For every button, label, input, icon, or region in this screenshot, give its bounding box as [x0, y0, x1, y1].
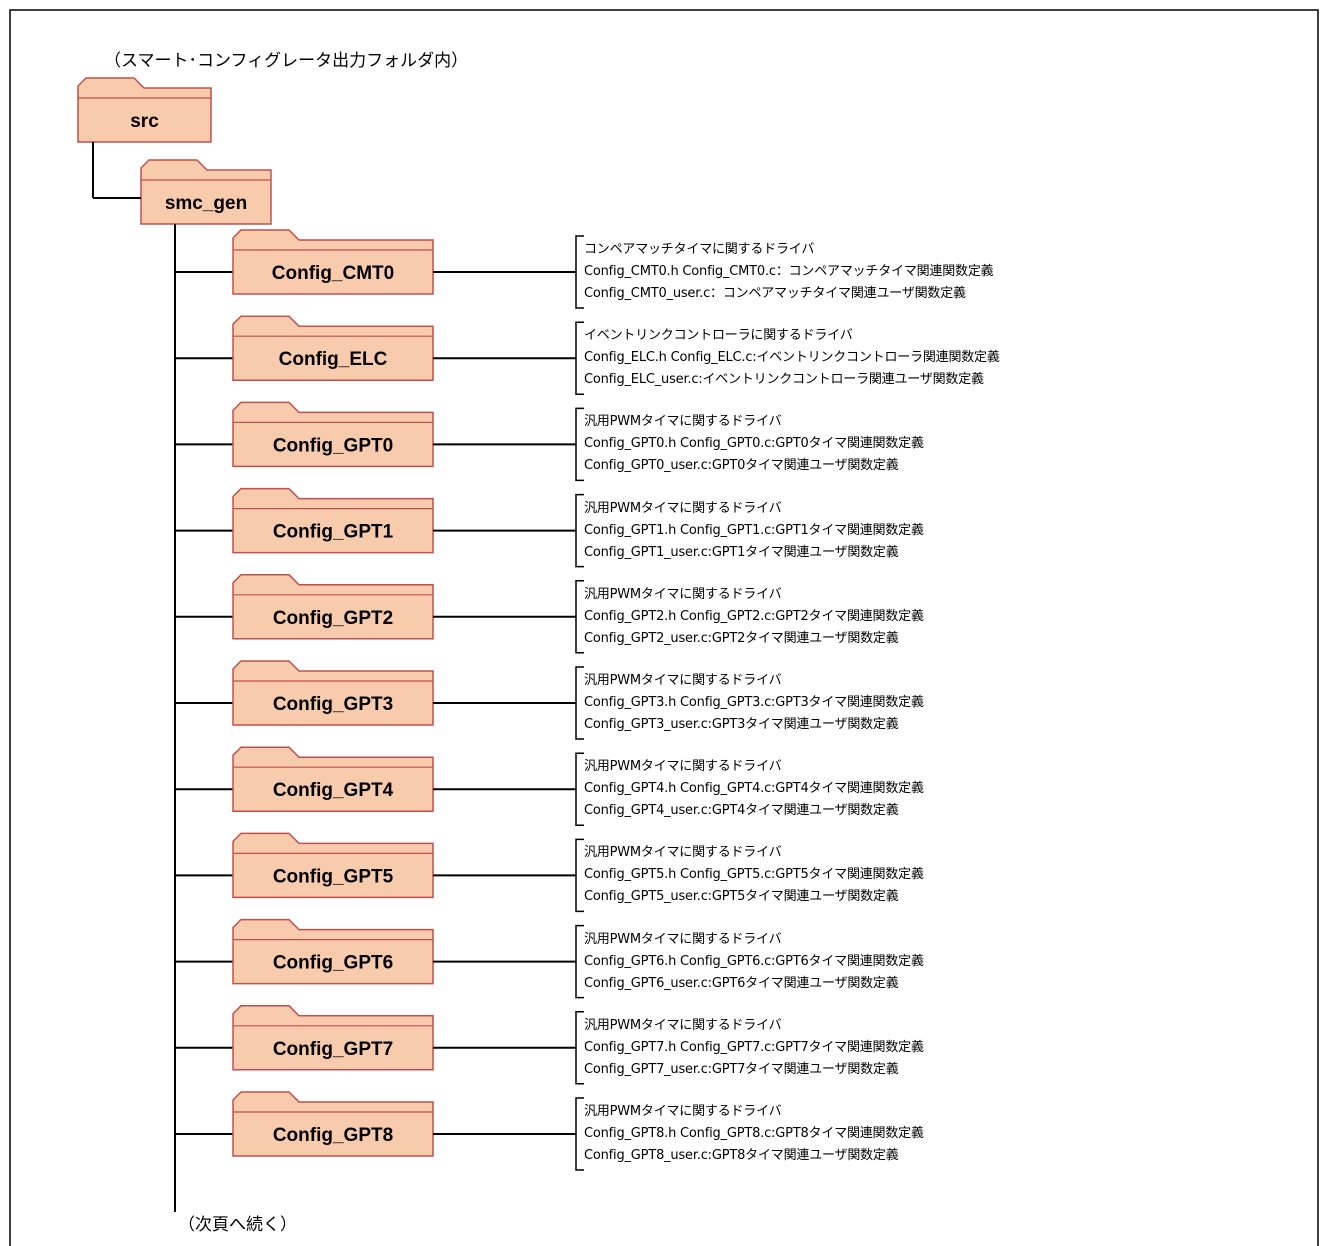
- folder-config-elc-label: Config_ELC: [279, 349, 388, 370]
- description-bracket: [575, 407, 584, 482]
- description-line: コンペアマッチタイマに関するドライバ: [584, 242, 815, 257]
- description-block: 汎用PWMタイマに関するドライバ Config_GPT2.h Config_GPT…: [584, 584, 924, 650]
- description-block: 汎用PWMタイマに関するドライバ Config_GPT6.h Config_GPT…: [584, 929, 924, 995]
- description-line: Config_GPT1.h Config_GPT1.c:GPT1タイマ関連関数定…: [584, 522, 924, 538]
- folder-config-gpt1-icon: [232, 487, 434, 554]
- description-line: 汎用PWMタイマに関するドライバ: [584, 673, 782, 688]
- folder-config-gpt4-label: Config_GPT4: [273, 780, 394, 801]
- description-line: Config_CMT0.h Config_CMT0.c：コンペアマッチタイマ関連…: [584, 264, 994, 279]
- folder-config-gpt7-label: Config_GPT7: [273, 1039, 393, 1060]
- description-bracket: [575, 666, 584, 740]
- folder-config-gpt8-label: Config_GPT8: [273, 1125, 393, 1146]
- description-bracket: [575, 235, 584, 309]
- folder-config-elc-icon: [232, 315, 434, 381]
- description-line: 汎用PWMタイマに関するドライバ: [584, 586, 782, 602]
- description-line: Config_GPT3_user.c:GPT3タイマ関連ユーザ関数定義: [584, 717, 899, 732]
- description-bracket: [575, 321, 584, 395]
- description-bracket: [575, 838, 584, 913]
- folder-config-gpt2-icon: [232, 574, 434, 640]
- description-block: イベントリンクコントローラに関するドライバ Config_ELC.h Config…: [584, 325, 1000, 391]
- description-line: Config_ELC.h Config_ELC.c:イベントリンクコントローラ関…: [584, 350, 1000, 366]
- description-bracket: [575, 924, 584, 999]
- folder-config-gpt5-icon: [232, 832, 434, 899]
- description-line: Config_GPT1_user.c:GPT1タイマ関連ユーザ関数定義: [584, 544, 899, 560]
- folder-config-gpt3-icon: [232, 660, 434, 726]
- description-bracket: [575, 580, 584, 654]
- description-block: 汎用PWMタイマに関するドライバ Config_GPT4.h Config_GPT…: [584, 756, 924, 822]
- folder-smc-gen-label: smc_gen: [165, 193, 247, 214]
- folder-config-gpt1-label: Config_GPT1: [273, 522, 394, 543]
- description-bracket: [575, 1011, 584, 1085]
- description-line: Config_GPT0_user.c:GPT0タイマ関連ユーザ関数定義: [584, 458, 899, 474]
- description-line: 汎用PWMタイマに関するドライバ: [584, 845, 782, 861]
- description-line: Config_GPT7_user.c:GPT7タイマ関連ユーザ関数定義: [584, 1061, 899, 1077]
- description-line: Config_GPT6.h Config_GPT6.c:GPT6タイマ関連関数定…: [584, 953, 924, 969]
- description-line: Config_GPT8_user.c:GPT8タイマ関連ユーザ関数定義: [584, 1148, 899, 1163]
- description-block: 汎用PWMタイマに関するドライバ Config_GPT0.h Config_GPT…: [584, 411, 924, 477]
- description-line: Config_GPT3.h Config_GPT3.c:GPT3タイマ関連関数定…: [584, 695, 924, 710]
- folder-config-cmt0-label: Config_CMT0: [272, 263, 394, 284]
- description-line: 汎用PWMタイマに関するドライバ: [584, 1104, 782, 1119]
- description-line: 汎用PWMタイマに関するドライバ: [584, 759, 782, 775]
- folder-config-gpt6-label: Config_GPT6: [273, 953, 393, 974]
- description-line: Config_GPT7.h Config_GPT7.c:GPT7タイマ関連関数定…: [584, 1039, 924, 1055]
- description-bracket: [575, 493, 584, 568]
- description-line: Config_GPT2_user.c:GPT2タイマ関連ユーザ関数定義: [584, 630, 899, 646]
- folder-config-gpt6-icon: [232, 918, 434, 985]
- description-line: Config_GPT2.h Config_GPT2.c:GPT2タイマ関連関数定…: [584, 608, 924, 624]
- description-line: Config_GPT8.h Config_GPT8.c:GPT8タイマ関連関数定…: [584, 1126, 924, 1141]
- description-line: Config_ELC_user.c:イベントリンクコントローラ関連ユーザ関数定義: [584, 372, 984, 388]
- description-line: Config_GPT6_user.c:GPT6タイマ関連ユーザ関数定義: [584, 975, 899, 991]
- folder-src-icon: [77, 77, 212, 143]
- description-line: イベントリンクコントローラに関するドライバ: [584, 328, 853, 344]
- description-line: 汎用PWMタイマに関するドライバ: [584, 931, 782, 947]
- folder-smc-gen-icon: [140, 159, 272, 225]
- description-bracket: [575, 1097, 584, 1171]
- description-line: Config_GPT5.h Config_GPT5.c:GPT5タイマ関連関数定…: [584, 867, 924, 883]
- description-block: 汎用PWMタイマに関するドライバ Config_GPT3.h Config_GPT…: [584, 670, 924, 736]
- description-line: 汎用PWMタイマに関するドライバ: [584, 414, 782, 430]
- description-line: Config_GPT0.h Config_GPT0.c:GPT0タイマ関連関数定…: [584, 436, 924, 452]
- description-block: 汎用PWMタイマに関するドライバ Config_GPT8.h Config_GPT…: [584, 1101, 924, 1167]
- folder-config-cmt0-icon: [232, 229, 434, 295]
- description-line: Config_GPT4.h Config_GPT4.c:GPT4タイマ関連関数定…: [584, 781, 924, 797]
- folder-config-gpt5-label: Config_GPT5: [273, 866, 394, 887]
- folder-config-gpt0-label: Config_GPT0: [273, 435, 393, 456]
- description-line: Config_GPT5_user.c:GPT5タイマ関連ユーザ関数定義: [584, 889, 899, 905]
- description-line: Config_CMT0_user.c：コンペアマッチタイマ関連ユーザ関数定義: [584, 286, 966, 301]
- folder-src-label: src: [130, 111, 159, 132]
- folder-config-gpt0-icon: [232, 401, 434, 468]
- description-bracket: [575, 752, 584, 826]
- description-line: Config_GPT4_user.c:GPT4タイマ関連ユーザ関数定義: [584, 803, 899, 819]
- folder-config-gpt2-label: Config_GPT2: [273, 608, 393, 629]
- folder-config-gpt4-icon: [232, 746, 434, 812]
- description-line: 汎用PWMタイマに関するドライバ: [584, 1017, 782, 1033]
- caption-top: （スマート･コンフィグレータ出力フォルダ内）: [104, 51, 469, 71]
- description-block: コンペアマッチタイマに関するドライバ Config_CMT0.h Config_C…: [584, 239, 994, 305]
- description-line: 汎用PWMタイマに関するドライバ: [584, 500, 782, 516]
- description-block: 汎用PWMタイマに関するドライバ Config_GPT5.h Config_GPT…: [584, 842, 924, 908]
- description-block: 汎用PWMタイマに関するドライバ Config_GPT1.h Config_GPT…: [584, 498, 924, 564]
- folder-config-gpt3-label: Config_GPT3: [273, 694, 393, 715]
- caption-continued: （次頁へ続く）: [178, 1215, 297, 1235]
- description-block: 汎用PWMタイマに関するドライバ Config_GPT7.h Config_GPT…: [584, 1015, 924, 1081]
- folder-config-gpt7-icon: [232, 1005, 434, 1071]
- folder-config-gpt8-icon: [232, 1091, 434, 1157]
